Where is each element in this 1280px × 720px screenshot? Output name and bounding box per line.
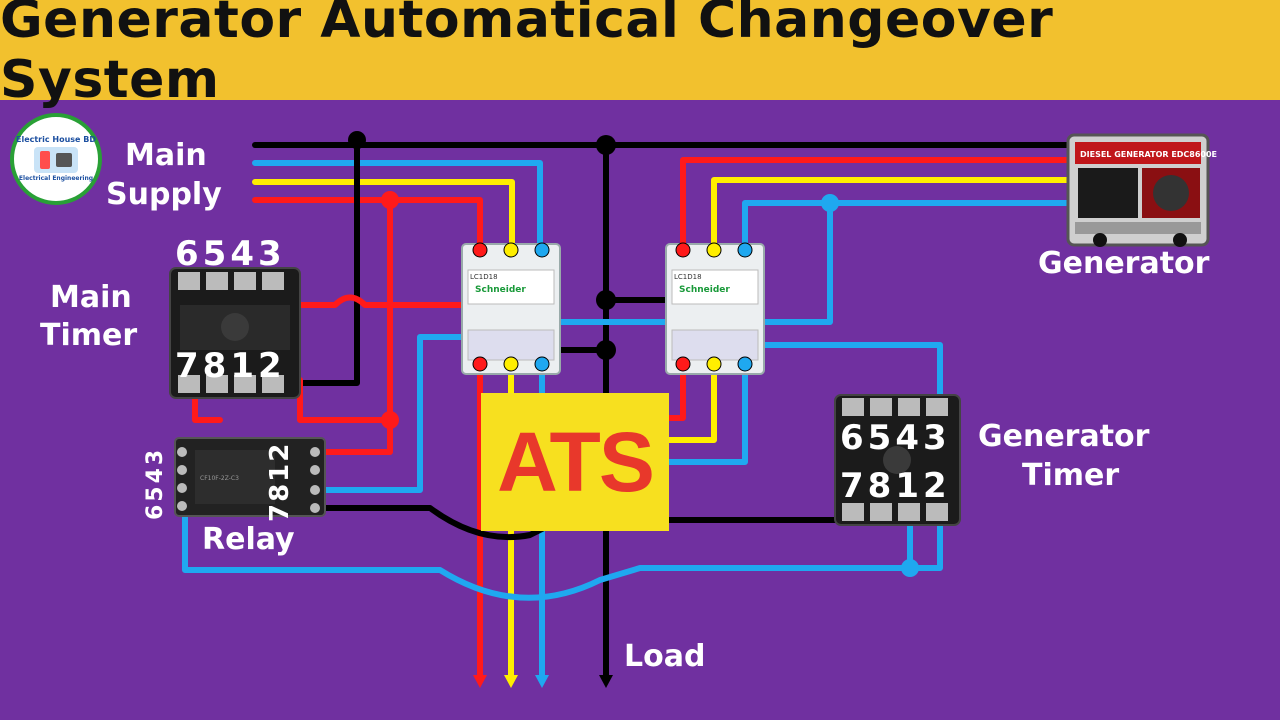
junction-dot — [596, 135, 616, 155]
svg-text:CF10F-2Z-C3: CF10F-2Z-C3 — [200, 475, 239, 482]
svg-text:Schneider: Schneider — [475, 285, 526, 295]
gen-timer-label-2: Timer — [1022, 458, 1120, 493]
ats-box: ATS — [481, 393, 669, 531]
relay-right-pins: 7812 — [265, 441, 295, 522]
blue-to-gen-timer — [749, 342, 943, 408]
main-timer-label-1: Main — [50, 280, 132, 315]
gen-timer-label-1: Generator — [978, 419, 1150, 454]
gen-out-blue — [666, 357, 748, 465]
blue-lower-loop — [182, 507, 913, 601]
logo-bottom-text: Electrical Engineering — [18, 175, 94, 182]
relay-label: Relay — [202, 522, 295, 557]
generator-contactor: Schneider LC1D18 — [665, 242, 765, 375]
ats-label: ATS — [497, 414, 655, 509]
gen-out-yellow — [666, 357, 717, 443]
svg-text:DIESEL GENERATOR EDC8600E: DIESEL GENERATOR EDC8600E — [1080, 150, 1217, 159]
title-banner: Generator Automatical Changeover System — [0, 0, 1280, 110]
junction-dot — [901, 559, 919, 577]
svg-text:LC1D18: LC1D18 — [470, 273, 498, 281]
gen-red-wire — [680, 157, 1073, 253]
generator-timer-socket — [834, 394, 961, 526]
gen-out-red — [666, 357, 686, 421]
relay-socket: CF10F-2Z-C3 — [174, 437, 326, 517]
black-to-main-timer — [282, 137, 360, 386]
junction-dot — [596, 340, 616, 360]
main-timer-socket — [169, 267, 301, 399]
svg-text:LC1D18: LC1D18 — [674, 273, 702, 281]
red-main-timer-bridge — [192, 282, 518, 308]
main-supply-label-2: Supply — [106, 177, 222, 212]
junction-dot — [381, 191, 399, 209]
page-title: Generator Automatical Changeover System — [0, 0, 1054, 110]
arrow-yellow — [504, 675, 518, 688]
junction-dot — [348, 131, 366, 149]
logo-badge: Electric House BD Electrical Engineering — [10, 113, 102, 205]
red-to-relay — [302, 417, 393, 455]
load-label: Load — [624, 639, 706, 674]
generator-label: Generator — [1038, 246, 1210, 281]
arrow-red — [473, 675, 487, 688]
main-supply-label-1: Main — [125, 138, 207, 173]
arrow-blue — [535, 675, 549, 688]
main-timer-top-pins: 6543 — [175, 234, 286, 274]
gen-timer-top-pins: 6543 — [840, 418, 951, 458]
red-branch-timer — [297, 197, 393, 423]
logo-icon — [34, 147, 78, 173]
main-blue-wire — [252, 160, 543, 253]
logo-top-text: Electric House BD — [15, 135, 96, 144]
junction-dot — [821, 194, 839, 212]
main-timer-bottom-pins: 7812 — [175, 346, 286, 386]
arrow-black — [599, 675, 613, 688]
load-arrows — [473, 675, 613, 688]
junction-dot — [596, 290, 616, 310]
junction-dot — [381, 411, 399, 429]
gen-timer-bottom-pins: 7812 — [840, 466, 951, 506]
relay-left-pins: 6543 — [143, 446, 168, 520]
relay-black-link — [302, 505, 853, 541]
main-contactor: Schneider LC1D18 — [461, 242, 561, 375]
main-timer-label-2: Timer — [40, 318, 138, 353]
gen-yellow-wire — [711, 177, 1073, 253]
svg-text:Schneider: Schneider — [679, 285, 730, 295]
main-yellow-wire — [252, 179, 515, 253]
blue-gen-timer-tail — [907, 512, 943, 571]
gen-blue-wire — [742, 200, 1073, 253]
generator-image: DIESEL GENERATOR EDC8600E — [1066, 133, 1217, 247]
main-red-wire — [252, 197, 483, 253]
